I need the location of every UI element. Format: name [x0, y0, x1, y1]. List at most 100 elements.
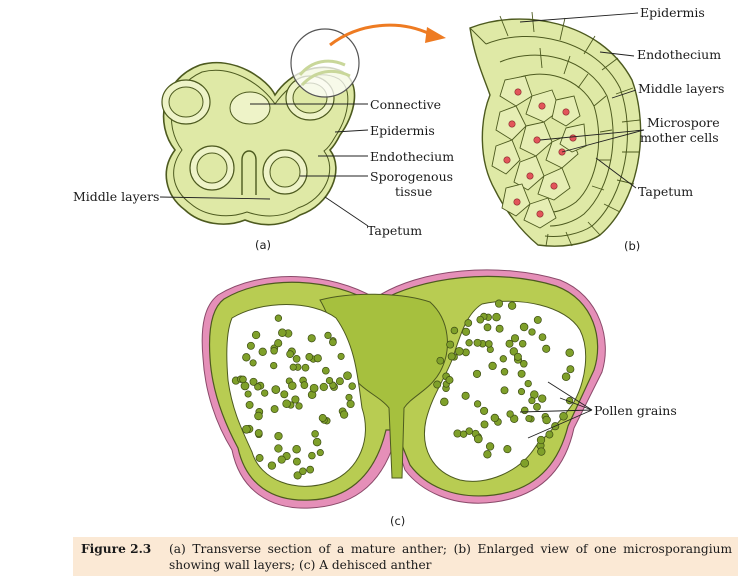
- pollen-grain: [454, 346, 464, 356]
- pollen-grain: [494, 299, 504, 308]
- pollen-grain: [306, 465, 315, 474]
- pollen-grain: [307, 334, 316, 343]
- pollen-grain: [337, 352, 345, 360]
- pollen-grain: [300, 381, 309, 389]
- pollen-grain: [251, 330, 261, 340]
- pollen-grain: [239, 375, 247, 384]
- label-microspore: Microspore: [647, 115, 720, 130]
- pollen-grain: [312, 437, 322, 447]
- panel-b-microsporangium: Epidermis Endothecium Middle layers Micr…: [469, 5, 724, 253]
- pollen-grain: [447, 352, 456, 361]
- pollen-grain: [480, 420, 489, 429]
- label-endothecium-a: Endothecium: [370, 149, 454, 164]
- sublabel-a: (a): [255, 238, 271, 252]
- pollen-grain: [348, 382, 356, 390]
- pollen-grain: [485, 340, 493, 348]
- pollen-grain: [520, 406, 529, 415]
- pollen-grain: [292, 444, 301, 454]
- label-epidermis-b: Epidermis: [640, 5, 705, 20]
- pollen-grain: [274, 314, 283, 322]
- pollen-grain: [483, 450, 492, 459]
- pollen-grain: [476, 315, 485, 324]
- pollen-grain: [525, 414, 533, 423]
- pollen-grain: [490, 413, 499, 423]
- pollen-grain: [249, 359, 257, 367]
- pollen-grain: [505, 339, 514, 348]
- label-endothecium-b: Endothecium: [637, 47, 721, 62]
- pollen-grain: [271, 385, 281, 394]
- pollen-grain: [492, 312, 501, 322]
- pollen-grain: [254, 429, 263, 438]
- pollen-grain: [483, 323, 492, 332]
- panel-a-anther-section: Connective Epidermis Endothecium Sporoge…: [73, 28, 454, 252]
- pollen-grain: [295, 402, 303, 410]
- pollen-grain: [510, 334, 520, 343]
- magnifier-circle: [290, 28, 360, 98]
- pollen-grain: [473, 400, 482, 408]
- sublabel-b: (b): [624, 239, 640, 253]
- pollen-grain: [445, 376, 454, 384]
- pollen-grain: [499, 355, 507, 363]
- label-pollen-grains: Pollen grains: [594, 403, 677, 418]
- pollen-grain: [325, 376, 334, 385]
- pollen-grain: [465, 339, 473, 347]
- connective-tissue: [229, 91, 271, 125]
- figure-caption: Figure 2.3 (a) Transverse section of a m…: [73, 537, 738, 576]
- pollen-grain: [308, 451, 316, 460]
- label-mother-cells: mother cells: [640, 130, 719, 145]
- pollen-grain: [528, 328, 536, 336]
- pollen-grain: [519, 322, 529, 332]
- pollen-grain: [278, 328, 287, 337]
- pollen-grain: [254, 411, 263, 421]
- pollen-grain: [485, 442, 495, 451]
- pollen-grain: [565, 348, 574, 358]
- magnify-arrow: [329, 23, 446, 47]
- caption-text: (a) Transverse section of a mature anthe…: [169, 542, 732, 572]
- pollen-grain: [321, 366, 330, 375]
- microsporangium-bottom-left: [189, 145, 235, 191]
- pollen-grain: [286, 350, 294, 358]
- pollen-grain: [313, 354, 322, 363]
- pollen-grain: [339, 410, 349, 419]
- pollen-grain: [561, 372, 571, 382]
- pollen-grain: [274, 339, 283, 348]
- pollen-grain: [503, 445, 512, 454]
- pollen-grain: [542, 415, 551, 425]
- label-middle-layers-b: Middle layers: [638, 81, 724, 96]
- pollen-grain: [255, 454, 264, 462]
- pollen-grain: [472, 369, 482, 378]
- pollen-grain: [520, 360, 528, 368]
- pollen-grain: [282, 399, 291, 408]
- microsporangium-top-right: [285, 75, 335, 121]
- pollen-grain: [301, 363, 310, 372]
- pollen-grain: [488, 361, 497, 371]
- pollen-grain: [440, 397, 449, 407]
- pollen-grain: [533, 315, 542, 324]
- pollen-grain: [538, 394, 547, 403]
- caption-label: Figure 2.3: [81, 542, 152, 556]
- pollen-grain: [245, 400, 254, 409]
- pollen-grain: [517, 369, 526, 378]
- pollen-grains-group: [231, 299, 575, 480]
- pollen-grain: [507, 301, 517, 310]
- pollen-grain: [299, 467, 307, 475]
- label-sporogenous: Sporogenous: [370, 169, 453, 184]
- panel-c-dehisced-anther: Pollen grains (c): [201, 269, 677, 528]
- pollen-grain: [274, 444, 283, 453]
- pollen-grain: [292, 354, 301, 363]
- pollen-grain: [500, 386, 509, 395]
- label-epidermis-a: Epidermis: [370, 123, 435, 138]
- pollen-grain: [480, 406, 489, 415]
- pollen-grain: [249, 377, 258, 386]
- pollen-grain: [538, 333, 547, 342]
- label-middle-layers-a: Middle layers: [73, 189, 159, 204]
- microsporangium-top-left: [161, 79, 211, 125]
- label-connective: Connective: [370, 97, 441, 112]
- pollen-grain: [542, 344, 551, 353]
- pollen-grain: [305, 353, 314, 361]
- label-tapetum-a: Tapetum: [367, 223, 422, 238]
- pollen-grain: [270, 405, 279, 414]
- pollen-grain: [500, 368, 509, 376]
- pollen-grain: [335, 377, 344, 386]
- pollen-grain: [446, 340, 455, 349]
